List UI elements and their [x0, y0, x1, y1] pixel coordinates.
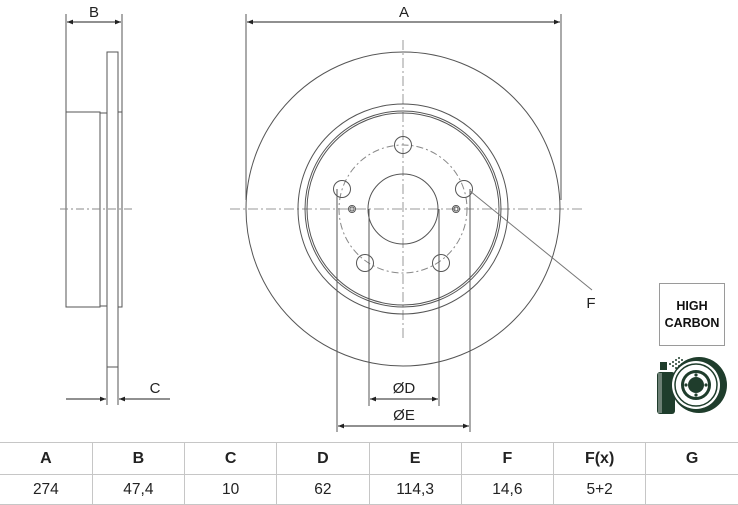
value-cell-fx: 5+2: [552, 474, 647, 505]
table-header-row: A B C D E F F(x) G: [0, 442, 738, 475]
value-cell-b: 47,4: [91, 474, 186, 505]
label-e: ØE: [393, 407, 415, 424]
value-cell-f: 14,6: [460, 474, 555, 505]
label-d: ØD: [393, 380, 416, 397]
label-c: C: [150, 380, 161, 397]
label-b: B: [89, 4, 99, 21]
header-cell-e: E: [368, 442, 462, 475]
bolt-hole: [455, 180, 473, 198]
header-cell-c: C: [183, 442, 278, 475]
label-a: A: [399, 4, 409, 21]
header-cell-f: F: [460, 442, 555, 475]
header-cell-b: B: [91, 442, 186, 475]
badge-line1: HIGH: [676, 298, 708, 313]
header-cell-g: G: [645, 442, 738, 475]
specification-table: A B C D E F F(x) G 274 47,4 10 62 114,3 …: [0, 442, 738, 505]
bolt-circle: [338, 144, 468, 274]
header-cell-fx: F(x): [552, 442, 647, 475]
header-cell-a: A: [0, 442, 93, 475]
center-bore: [367, 173, 439, 245]
value-cell-a: 274: [0, 474, 93, 505]
value-cell-e: 114,3: [368, 474, 462, 505]
value-cell-g: [645, 474, 738, 505]
spray-coated-disc-icon: [657, 357, 727, 414]
high-carbon-badge: HIGH CARBON: [659, 283, 725, 346]
table-value-row: 274 47,4 10 62 114,3 14,6 5+2: [0, 474, 738, 505]
front-view: [230, 14, 593, 432]
side-view: [60, 14, 170, 405]
value-cell-c: 10: [183, 474, 278, 505]
bolt-hole: [394, 136, 412, 154]
leader-f: [469, 190, 593, 291]
bolt-hole: [432, 254, 450, 272]
badge-line2: CARBON: [664, 315, 720, 330]
label-f: F: [586, 295, 595, 312]
header-cell-d: D: [276, 442, 370, 475]
bolt-hole: [356, 254, 374, 272]
bolt-hole: [333, 180, 351, 198]
disc-outer-edge: [245, 51, 561, 367]
technical-drawing: B C: [60, 4, 727, 432]
value-cell-d: 62: [276, 474, 370, 505]
